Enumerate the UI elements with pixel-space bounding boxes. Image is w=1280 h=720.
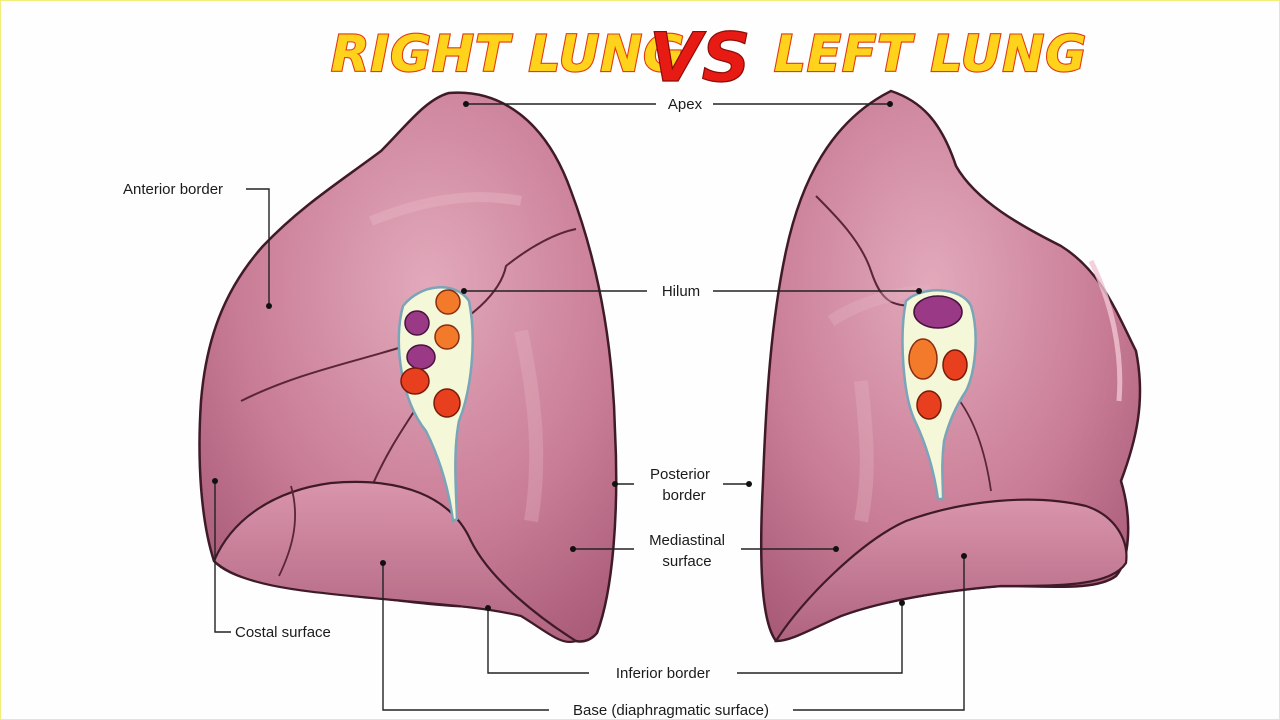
title-right-lung: RIGHT LUNG	[331, 25, 685, 83]
label-anterior-border: Anterior border	[123, 181, 223, 198]
right-hilum	[397, 286, 474, 523]
left-lung-base	[774, 498, 1128, 643]
left-hilum	[901, 289, 977, 501]
title-group: RIGHT LUNG VS LEFT LUNG	[330, 18, 1087, 98]
leader-lines	[212, 101, 967, 711]
label-base: Base (diaphragmatic surface)	[573, 702, 769, 719]
label-mediastinal-surface-1: Mediastinal	[649, 532, 725, 549]
label-posterior-border-2: border	[662, 487, 705, 504]
label-costal-surface: Costal surface	[235, 624, 331, 641]
left-oblique-fissure	[815, 195, 917, 307]
title-vs: VS	[649, 19, 751, 98]
right-lung-base	[212, 480, 579, 644]
labels: Apex Anterior border Hilum Posterior bor…	[123, 96, 769, 719]
title-left-lung: LEFT LUNG	[774, 25, 1087, 83]
label-mediastinal-surface-2: surface	[662, 553, 711, 570]
label-hilum: Hilum	[662, 283, 700, 300]
label-inferior-border: Inferior border	[616, 665, 710, 682]
label-apex: Apex	[668, 96, 703, 113]
right-lung	[198, 91, 618, 644]
left-lung	[759, 89, 1142, 643]
label-posterior-border-1: Posterior	[650, 466, 710, 483]
